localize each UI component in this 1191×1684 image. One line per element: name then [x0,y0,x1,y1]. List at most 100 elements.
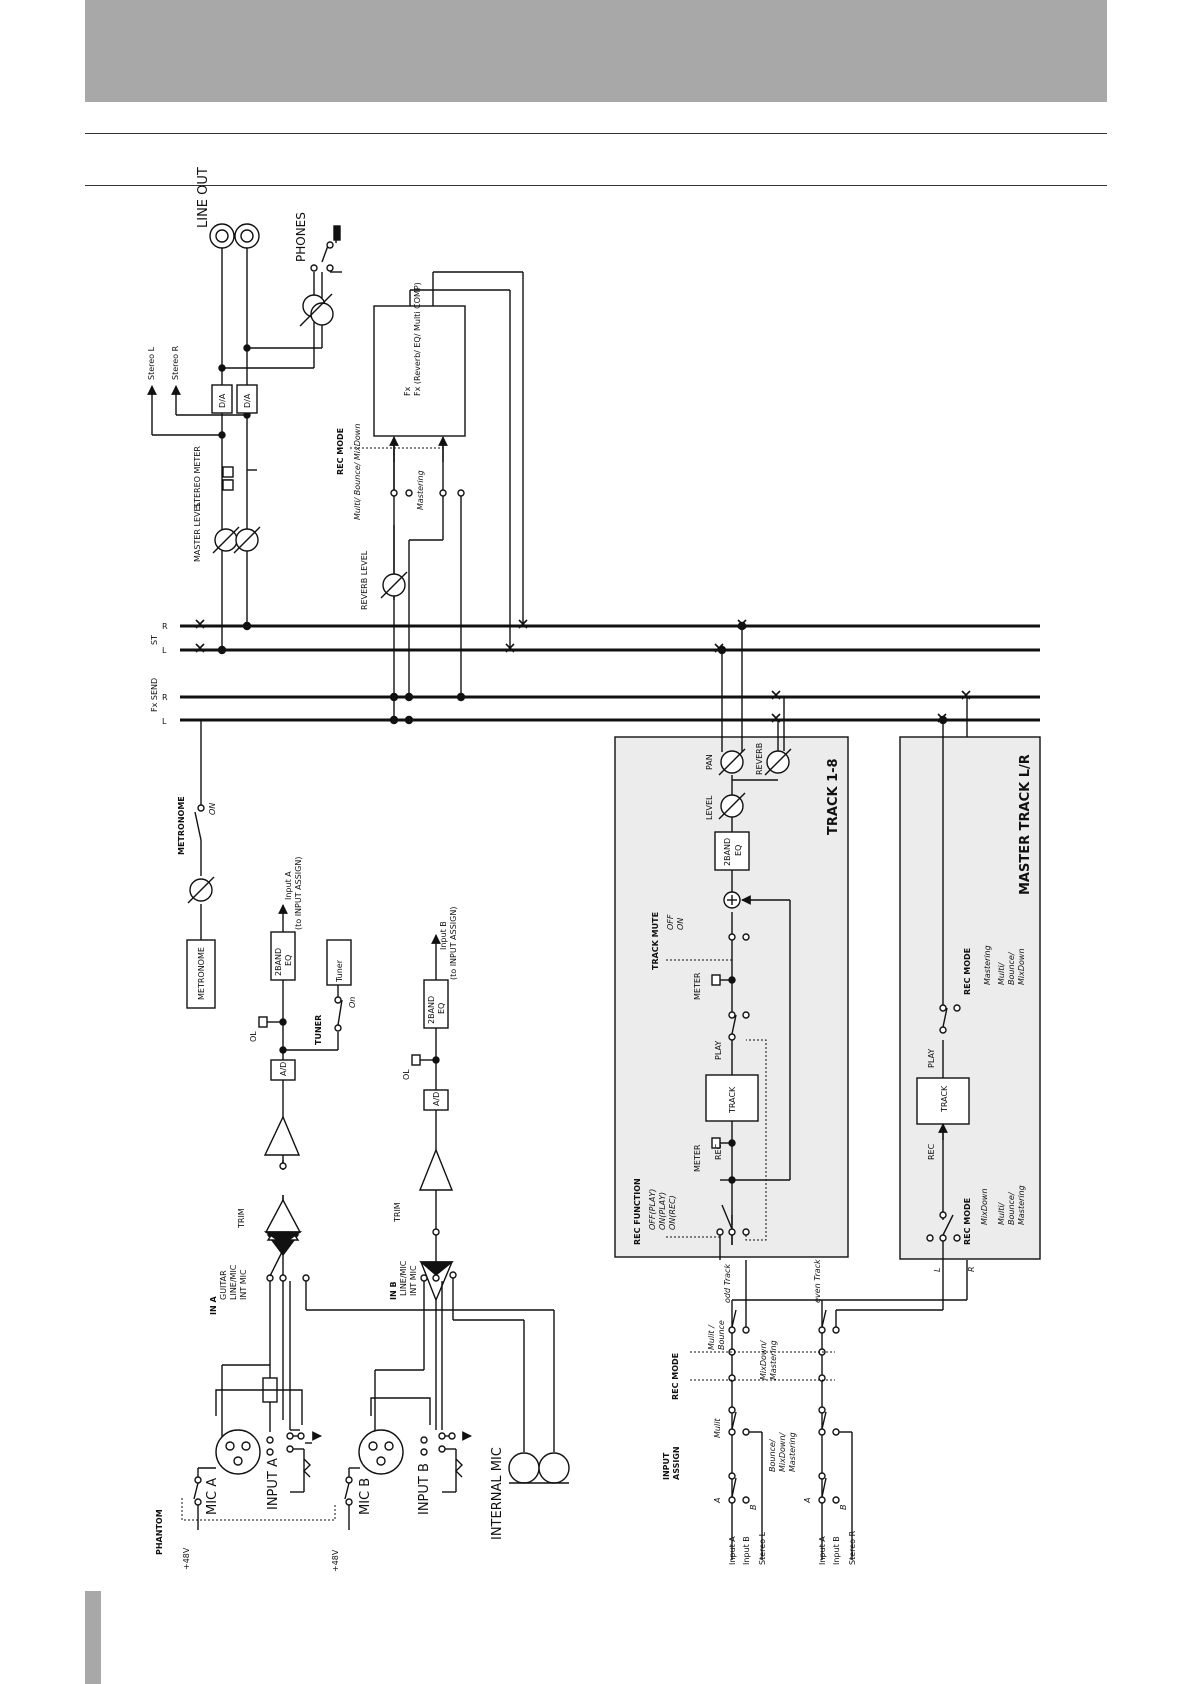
trim-b-label: TRIM [393,1202,402,1223]
tuner-on-label: On [348,997,357,1008]
routing-a-odd: A [713,1498,722,1504]
stereo-l-out-label: Stereo L [147,346,156,380]
metronome-labels: METRONOME METRONOME ON [177,796,217,1000]
master-track-labels: MASTER TRACK L/R REC MODE Mastering Mult… [927,754,1033,1272]
fx-marks [350,436,466,725]
routing-b-odd: B [749,1505,758,1511]
fx-section [373,271,524,720]
master-bottom-option-2: Bounce/ [1007,1191,1016,1225]
bus-st-r-label: R [162,622,168,631]
track-mute-on: ON [676,918,685,930]
routing-a-even: A [803,1498,812,1504]
master-top-option-3: MixDown [1017,948,1026,985]
track-1-8-marks [666,621,792,1260]
master-top-option-0: Mastering [983,945,992,985]
input-b-label: INPUT B [417,1463,432,1515]
master-top-option-1: Multi/ [997,961,1006,985]
track-meter-bottom: METER [693,1144,702,1172]
input-a-out-label: Input A [284,871,293,900]
master-track-rec-mode-bottom: REC MODE [963,1198,972,1245]
metronome-section [186,720,216,1009]
track-pan-label: PAN [705,754,714,770]
in-a-title: IN A [209,1296,218,1315]
ol-b-label: OL [402,1069,411,1080]
phantom-title: PHANTOM [155,1509,164,1555]
da-r-label: D/A [243,393,252,408]
input-a-marks [181,1389,336,1530]
track-mute-title: TRACK MUTE [651,912,660,970]
internal-mic-label: INTERNAL MIC [490,1447,505,1540]
routing-stereo-l: Stereo L [758,1531,767,1565]
master-output-marks [147,223,341,655]
master-output-section [151,226,342,650]
trim-a-label: TRIM [237,1208,246,1229]
routing-stereo-r: Stereo R [848,1530,857,1565]
routing-bounce-mix-odd-1: Bounce/ [768,1438,777,1472]
routing-mulit-bounce-odd-1: Mulit / [707,1324,716,1350]
master-track-rec-mode-top: REC MODE [963,948,972,995]
in-b-option-intmic: INT MIC [409,1265,418,1296]
routing-section [731,1260,968,1560]
stereo-r-out-label: Stereo R [171,345,180,380]
tuner-label: Tuner [335,959,344,983]
metronome-switch-label: METRONOME [177,796,186,855]
routing-input-b-even: Input B [832,1536,841,1565]
master-l-label: L [933,1268,942,1272]
master-level-label: MASTER LEVEL [193,501,202,562]
routing-bounce-mix-odd-2: MixDown/ [778,1431,787,1472]
fx-block-label: Fx (Reverb/ EQ/ Multi COMP) [413,282,422,396]
input-b-out-note: (to INPUT ASSIGN) [449,907,458,980]
routing-labels: INPUT ASSIGN REC MODE A B Mulit Bounce/ … [662,1259,857,1565]
track-level-label: LEVEL [705,795,714,820]
routing-mulit-bounce-odd-2: Bounce [717,1320,726,1350]
ad-b-label: A/D [432,1092,441,1106]
fx-rec-mode-label: REC MODE [336,428,345,475]
rec-function-on-rec: ON(REC) [668,1195,677,1230]
bus-fx-l-label: L [162,717,167,726]
master-track-section [899,697,1041,1263]
bus-labels: Fx SEND L R ST L R [150,622,168,726]
input-assign-label-1: INPUT [662,1452,671,1480]
eq-a-label-1: 2BAND [274,948,283,976]
track-1-8-labels: TRACK 1-8 PAN REVERB LEVEL 2BAND EQ TRAC… [633,743,841,1245]
metronome-block-label: METRONOME [197,947,206,1000]
master-bottom-option-1: Multi/ [997,1201,1006,1225]
bus-fx-r-label: R [162,693,168,702]
track-block-label: TRACK [728,1086,737,1114]
phones-label: PHONES [294,212,308,262]
track-play-label: PLAY [714,1041,723,1060]
master-output-labels: LINE OUT PHONES Stereo L Stereo R D/A D/… [147,167,308,562]
fx-labels: Fx Fx (Reverb/ EQ/ Multi COMP) REC MODE … [336,282,425,610]
master-rec-label: REC [927,1143,936,1160]
routing-rec-mode-label: REC MODE [671,1353,680,1400]
input-a-chain [221,904,555,1452]
bus-lines [180,624,1040,722]
fx-block-label-1: Fx [403,386,412,396]
routing-mulit-odd: Mulit [713,1418,722,1438]
rec-function-off-play: OFF(PLAY) [648,1189,657,1230]
routing-bounce-mix-odd-3: Mastering [788,1432,797,1472]
eq-b-label-1: 2BAND [427,996,436,1024]
input-b-labels: A/D 2BAND EQ OL Input B (to INPUT ASSIGN… [331,907,505,1572]
ad-a-label: A/D [279,1062,288,1076]
routing-even-track: even Track [813,1259,822,1303]
master-track-block-label: TRACK [940,1085,949,1113]
header-rule-top [85,133,1107,134]
in-a-option-linemic: LINE/MIC [229,1264,238,1300]
line-out-label: LINE OUT [196,167,211,228]
stereo-meter-label: STEREO METER [193,446,202,508]
tuner-switch-label: TUNER [314,1015,323,1045]
in-a-option-guitar: GUITAR [219,1270,228,1300]
input-b-out-label: Input B [439,921,448,950]
track-mute-off: OFF [666,914,675,930]
track-1-8-title: TRACK 1-8 [826,758,841,835]
routing-input-a-even: Input A [818,1536,827,1565]
track-reverb-label: REVERB [755,743,764,775]
track-eq-label-1: 2BAND [723,838,732,866]
routing-input-a-odd: Input A [728,1536,737,1565]
master-top-option-2: Bounce/ [1007,951,1016,985]
master-track-marks [926,715,961,1242]
master-play-label: PLAY [927,1049,936,1068]
routing-input-b-odd: Input B [742,1536,751,1565]
fx-mode-multi-label: Multi/ Bounce/ MixDown [353,424,362,520]
